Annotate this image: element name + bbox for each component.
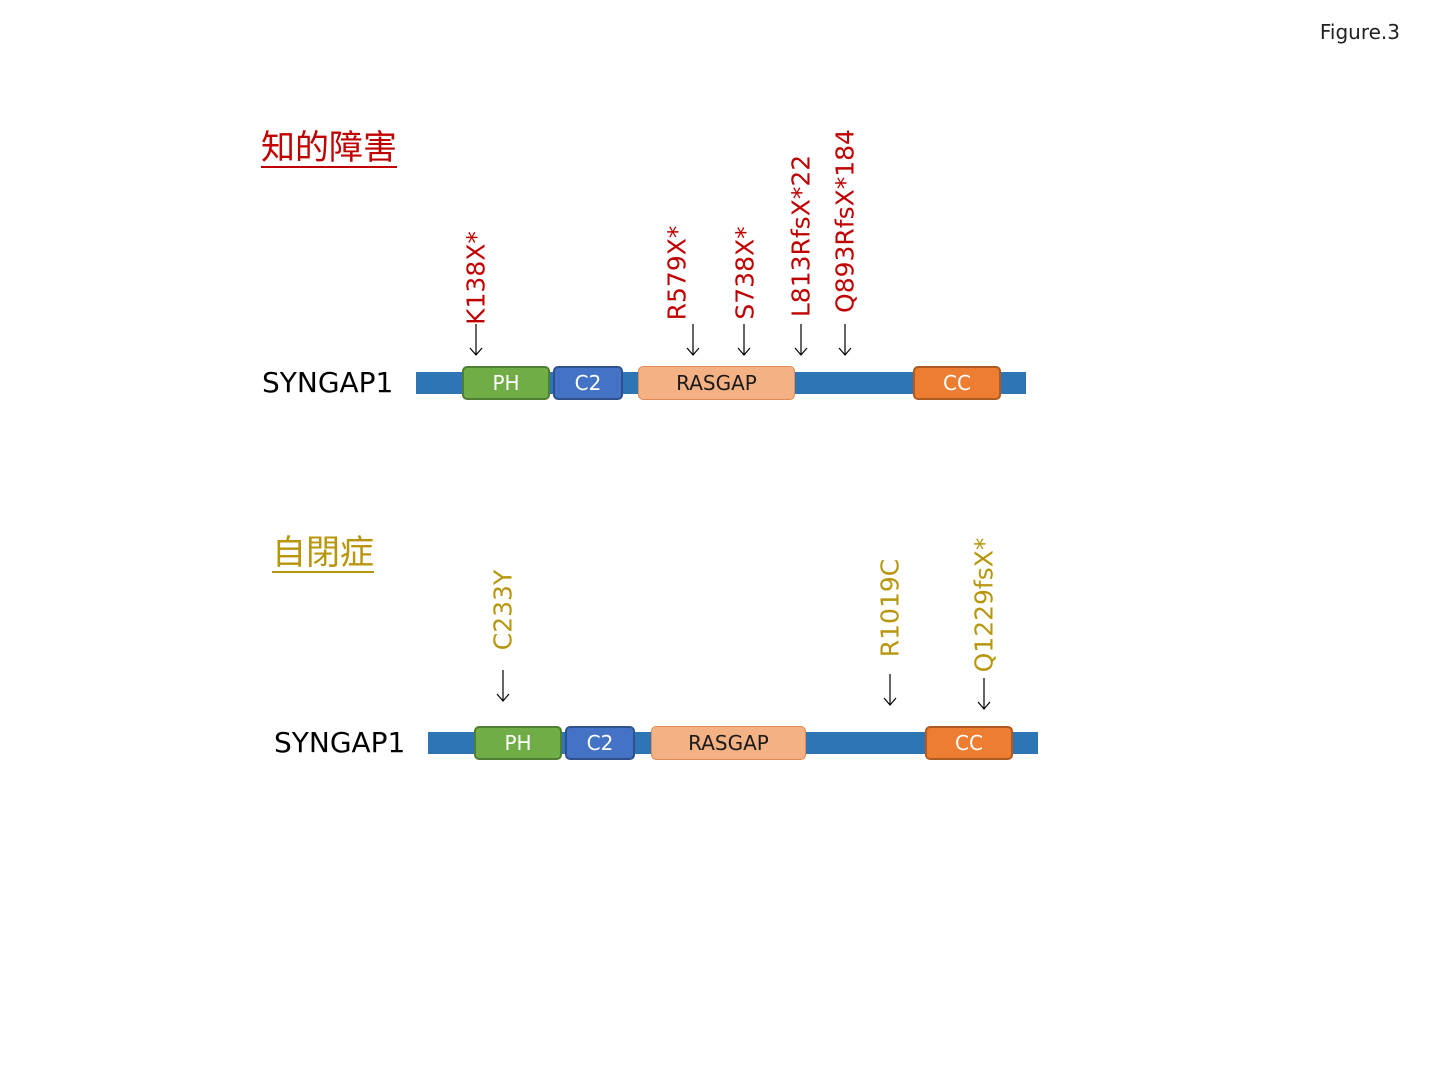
down-arrow-icon [737,324,751,356]
gene-label: SYNGAP1 [262,366,394,399]
down-arrow-icon [977,678,991,710]
domain-ph: PH [462,366,550,400]
section-title-autism: 自閉症 [272,533,374,573]
domain-rasgap: RASGAP [638,366,795,400]
mutation-label: R579X* [662,225,692,321]
down-arrow-icon [469,324,483,356]
mutation-label: Q893RfsX*184 [830,129,860,313]
domain-ph: PH [474,726,562,760]
mutation-label: Q1229fsX* [969,537,999,673]
domain-c2: C2 [565,726,635,760]
domain-cc: CC [913,366,1001,400]
mutation-label: R1019C [875,558,905,658]
down-arrow-icon [883,674,897,706]
down-arrow-icon [838,324,852,356]
down-arrow-icon [794,324,808,356]
figure-label: Figure.3 [1319,20,1400,44]
gene-label: SYNGAP1 [274,726,406,759]
mutation-label: L813RfsX*22 [786,154,816,318]
mutation-label: S738X* [730,226,760,320]
down-arrow-icon [686,324,700,356]
section-title-intellectual-disability: 知的障害 [261,128,397,168]
down-arrow-icon [496,670,510,702]
domain-rasgap: RASGAP [651,726,806,760]
mutation-label: C233Y [488,569,518,651]
domain-cc: CC [925,726,1013,760]
mutation-label: K138X* [461,231,491,325]
domain-c2: C2 [553,366,623,400]
